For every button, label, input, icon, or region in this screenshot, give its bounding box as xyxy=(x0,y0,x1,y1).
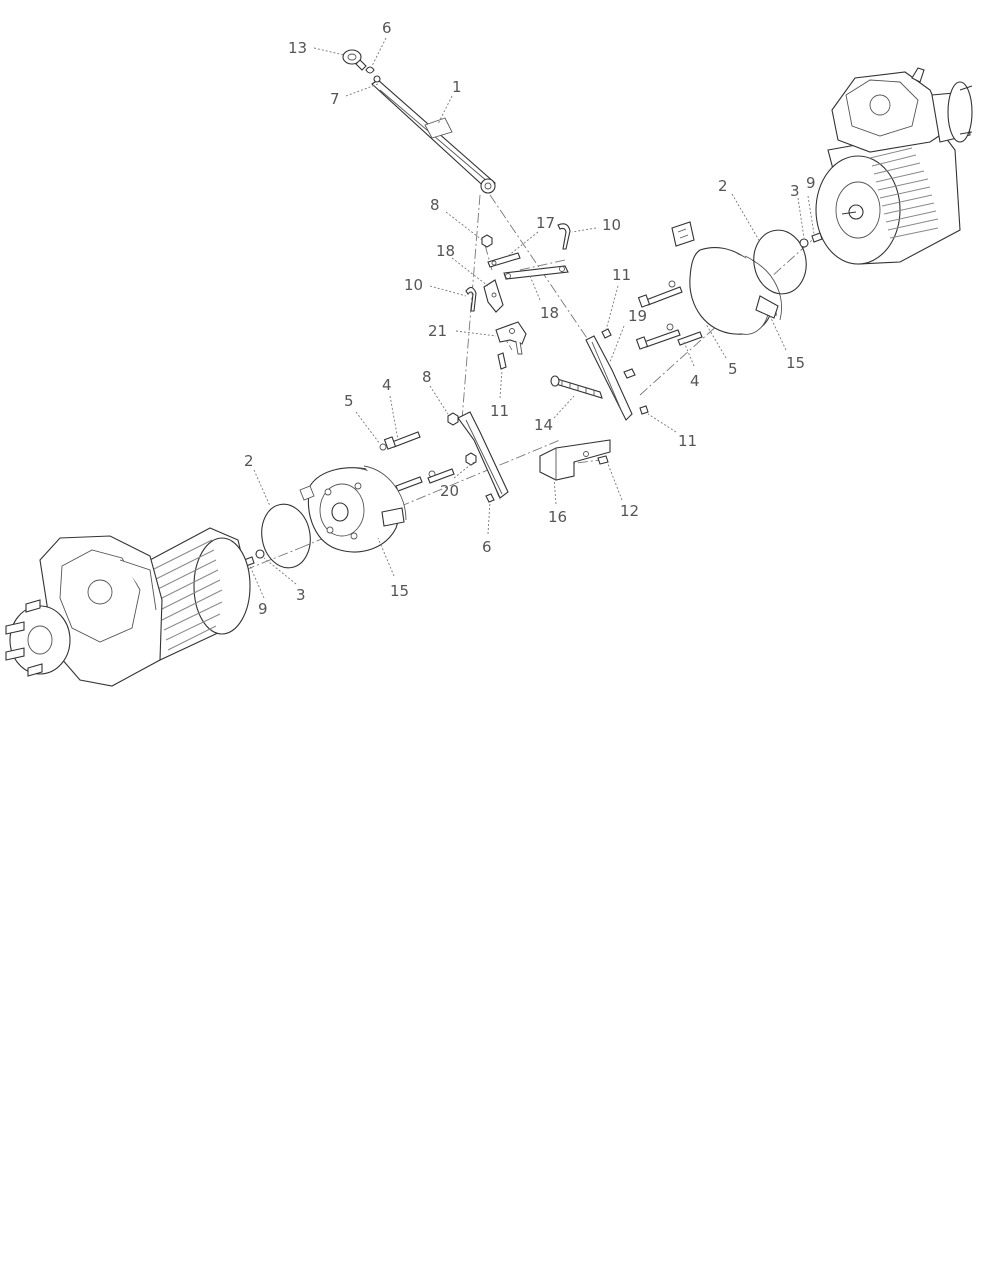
brake-assembly-left xyxy=(299,465,407,553)
callout-11-mid: 11 xyxy=(490,402,509,420)
callout-2-right: 2 xyxy=(718,177,728,195)
callout-10-right: 10 xyxy=(602,216,621,234)
callout-5-left: 5 xyxy=(344,392,354,410)
callout-17: 17 xyxy=(536,214,555,232)
callout-19: 19 xyxy=(628,307,647,325)
callout-3-right: 3 xyxy=(790,182,800,200)
nut-8-mid xyxy=(447,412,459,426)
callout-1: 1 xyxy=(452,78,462,96)
bolt-4-right-lower xyxy=(635,323,681,350)
callout-8-mid: 8 xyxy=(422,368,432,386)
motor-left xyxy=(149,527,251,661)
callout-15-right: 15 xyxy=(786,354,805,372)
callout-13: 13 xyxy=(288,39,307,57)
arm-19 xyxy=(585,335,633,421)
hairpin-clip-right xyxy=(557,223,571,250)
brake-assembly-right xyxy=(671,221,782,335)
nut-mid-lower xyxy=(465,452,477,466)
bolt-12 xyxy=(597,455,609,465)
o-ring-2-left xyxy=(261,503,311,569)
callout-16: 16 xyxy=(548,508,567,526)
callout-20: 20 xyxy=(440,482,459,500)
bolt-4-left-lower xyxy=(427,468,455,484)
callout-4-left: 4 xyxy=(382,376,392,394)
callout-12: 12 xyxy=(620,502,639,520)
callout-7: 7 xyxy=(330,90,340,108)
leader-lines xyxy=(249,37,815,599)
callout-3-left: 3 xyxy=(296,586,306,604)
gearbox-left xyxy=(5,535,163,687)
clip-6-bottom xyxy=(485,493,495,503)
callout-2-left: 2 xyxy=(244,452,254,470)
bracket-18-left xyxy=(483,279,504,313)
callout-8-top: 8 xyxy=(430,196,440,214)
link-18-right xyxy=(503,265,569,280)
bracket-16 xyxy=(539,439,611,481)
callout-9-left: 9 xyxy=(258,600,268,618)
callout-11-right: 11 xyxy=(678,432,697,450)
pin-11-right xyxy=(639,405,649,415)
pin-11-mid xyxy=(497,352,507,370)
nut-8-upper xyxy=(481,234,493,248)
callout-10-left: 10 xyxy=(404,276,423,294)
bolt-4-left-upper xyxy=(379,431,421,451)
o-ring-2-right xyxy=(753,229,807,295)
pin-11-upper xyxy=(601,328,612,339)
clip-right-arm xyxy=(623,368,636,379)
lever-clip xyxy=(365,66,381,83)
callout-6-top: 6 xyxy=(382,19,392,37)
callout-21: 21 xyxy=(428,322,447,340)
callout-labels: 13 6 7 1 8 17 10 18 10 18 21 11 11 19 14… xyxy=(244,19,816,618)
callout-11-upper: 11 xyxy=(612,266,631,284)
gearbox-right xyxy=(831,67,973,153)
brake-lever xyxy=(371,79,496,194)
motor-right xyxy=(815,129,961,265)
bolt-4-right-bottom xyxy=(677,331,703,346)
lever-knob-cap xyxy=(342,49,367,71)
pin-17 xyxy=(487,252,521,268)
callout-4-right: 4 xyxy=(690,372,700,390)
callout-18-left: 18 xyxy=(436,242,455,260)
bolt-4-right-upper xyxy=(637,280,683,308)
callout-15-left: 15 xyxy=(390,582,409,600)
spacer-3-right xyxy=(799,238,809,248)
callout-6-bottom: 6 xyxy=(482,538,492,556)
arm-20 xyxy=(457,411,509,499)
callout-5-right: 5 xyxy=(728,360,738,378)
hairpin-clip-left xyxy=(465,286,477,312)
spacer-3-left xyxy=(255,549,265,559)
callout-14: 14 xyxy=(534,416,553,434)
cable-14 xyxy=(550,375,603,399)
yoke-21 xyxy=(495,321,527,355)
callout-18-right: 18 xyxy=(540,304,559,322)
callout-9-right: 9 xyxy=(806,174,816,192)
